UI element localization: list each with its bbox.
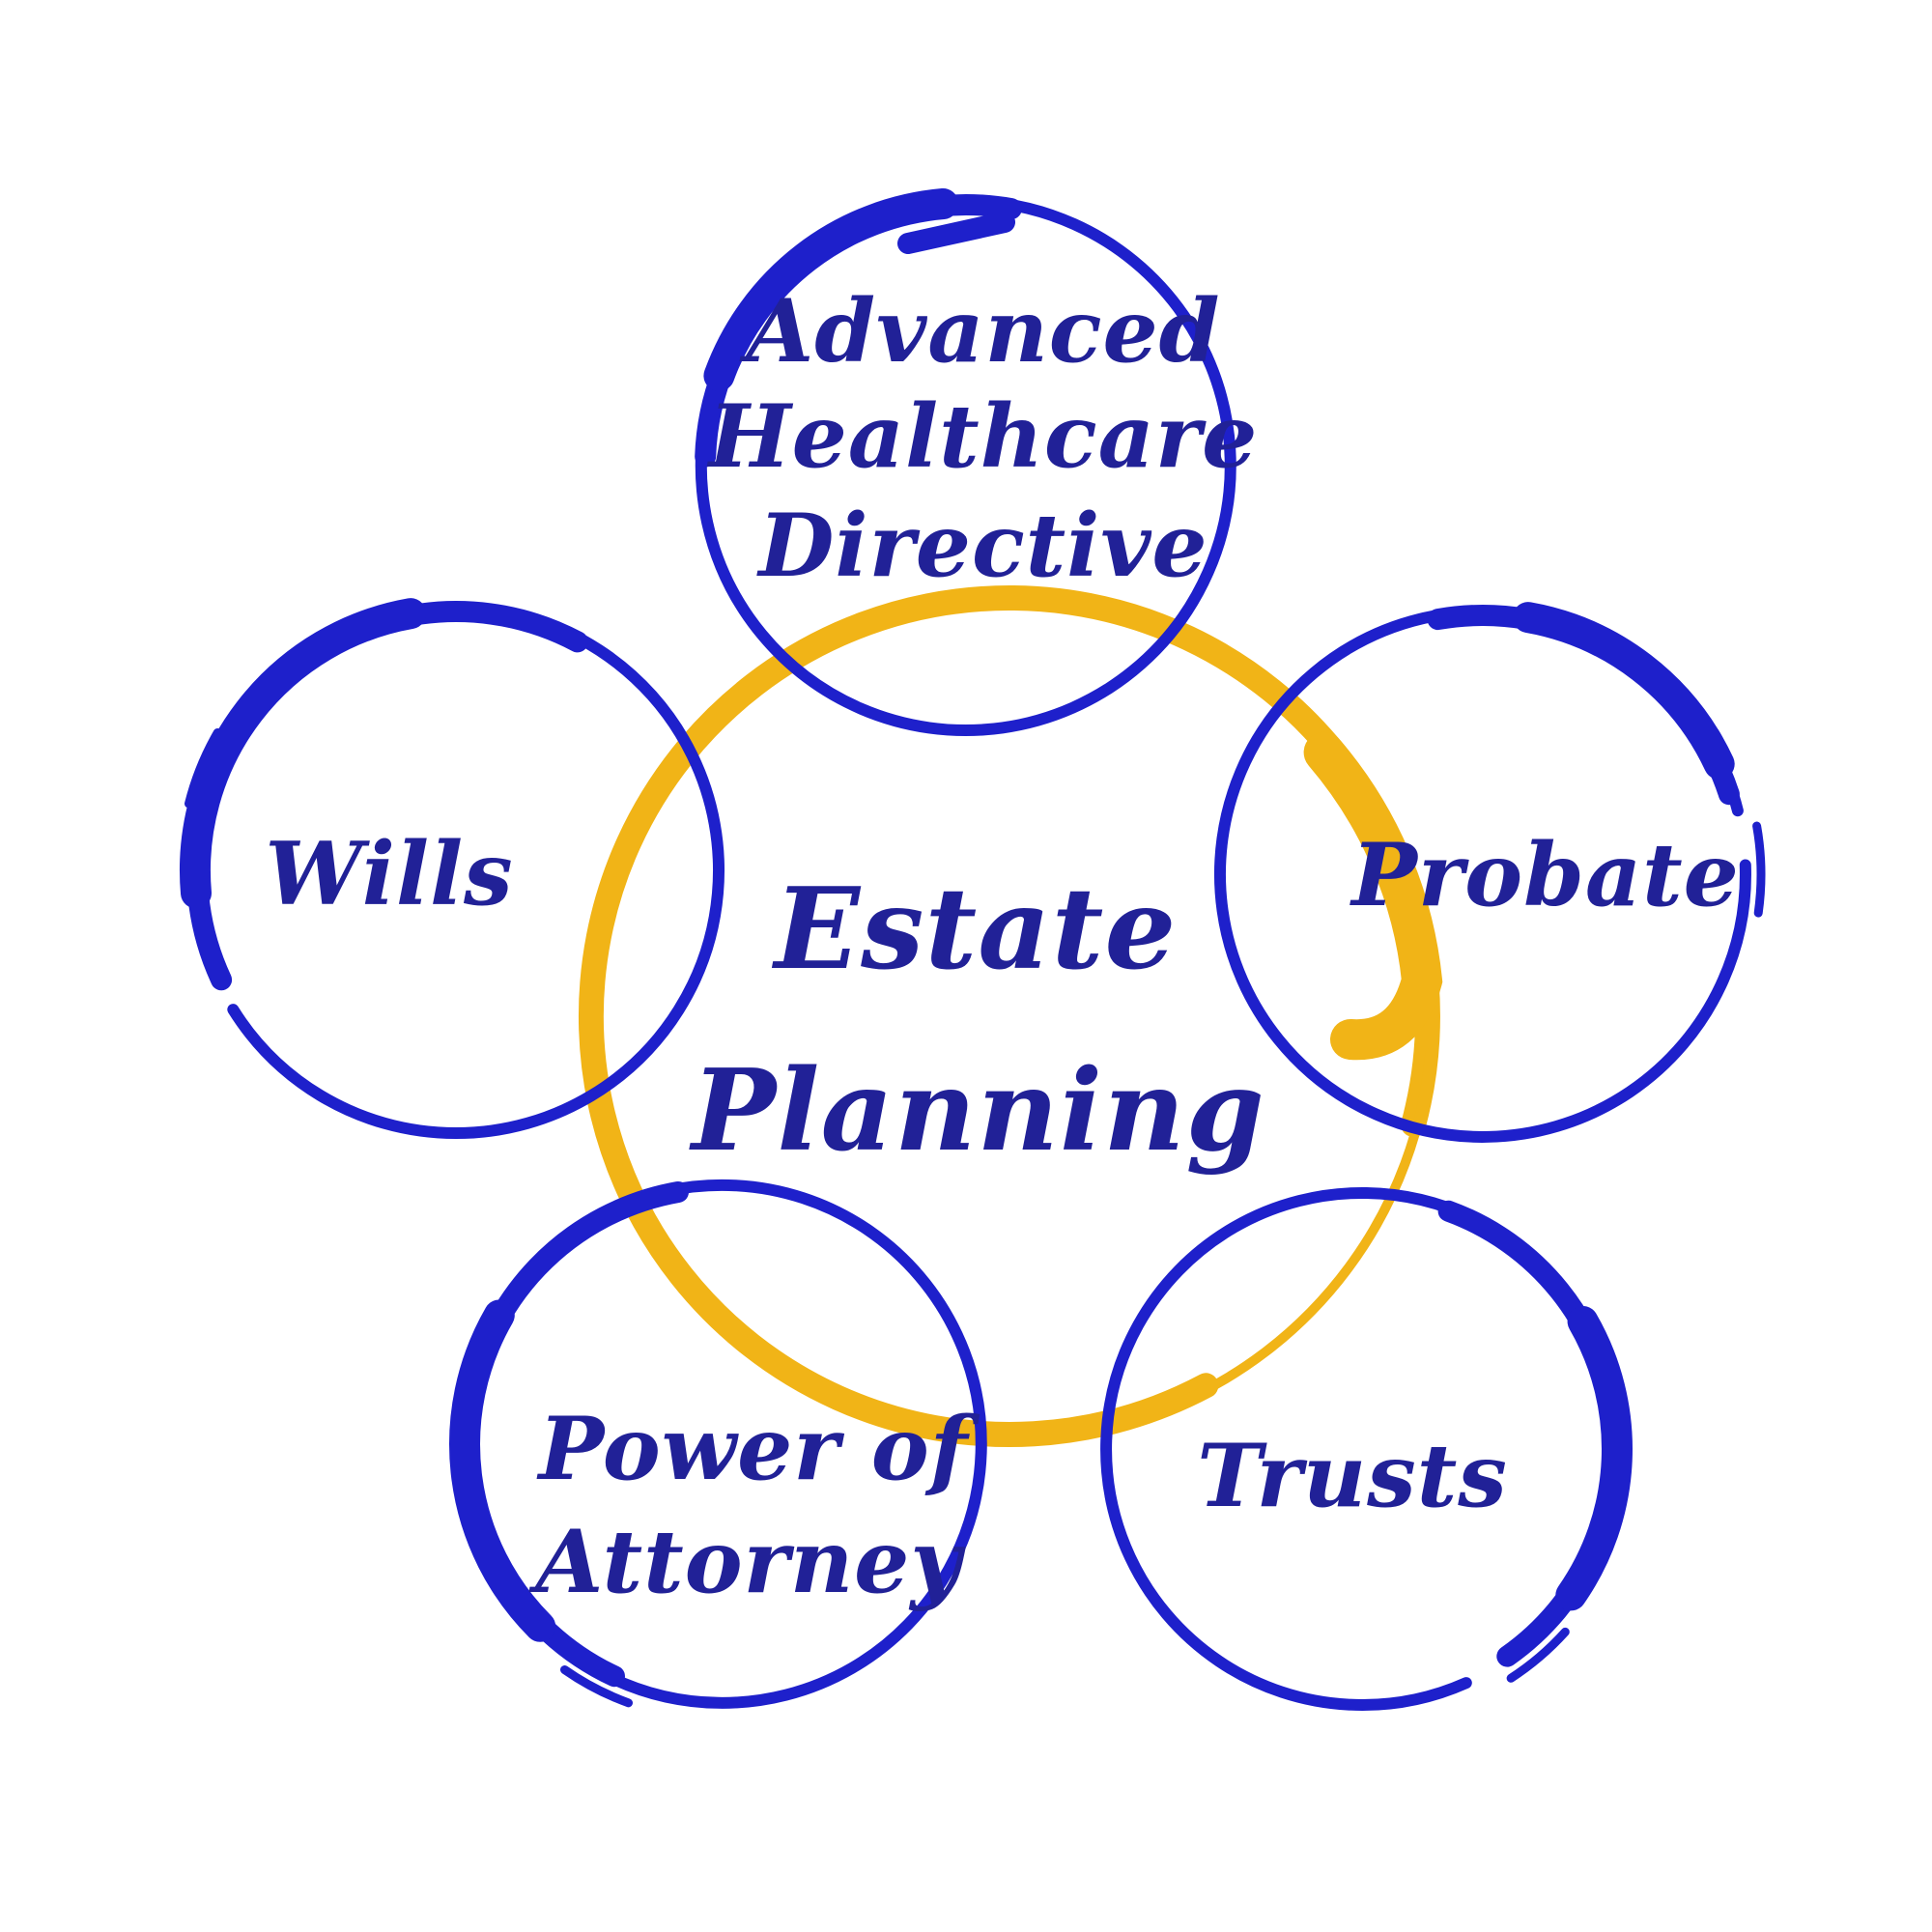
node-trusts-label: Trusts (1197, 1425, 1508, 1527)
ahd-ring-top-dash (897, 212, 1015, 254)
node-advanced-healthcare-directive-line-1: Advanced (746, 280, 1221, 383)
probate-ring-start-tick (1752, 821, 1766, 918)
yellow-ring-brush-blob (1303, 731, 1443, 1061)
poa-ring-start-tick (560, 1665, 633, 1708)
yellow-ring-thin-tail (1162, 1048, 1435, 1413)
ring-probate (1213, 602, 1766, 1143)
center-title-line-2: Planning (692, 1045, 1265, 1177)
node-power-of-attorney-line-2: Attorney (535, 1511, 962, 1613)
node-advanced-healthcare-directive-line-3: Directive (758, 495, 1208, 597)
trusts-ring-brush-core (1555, 1306, 1633, 1611)
trusts-ring-start-tick (1506, 1627, 1570, 1683)
ahd-ring-brush-core (703, 188, 959, 391)
ring-trusts (1100, 1187, 1633, 1711)
node-power-of-attorney-line-1: Power of (538, 1398, 969, 1500)
wills-ring-start-tick (185, 728, 222, 809)
center-yellow-ring (579, 585, 1443, 1447)
probate-ring-brush-core (1512, 602, 1735, 780)
node-advanced-healthcare-directive-line-2: Healthcare (708, 385, 1259, 488)
poa-ring-brush-core (449, 1299, 556, 1642)
wills-ring-brush-core (179, 598, 427, 909)
node-probate-label: Probate (1351, 824, 1740, 926)
ring-power-of-attorney (449, 1179, 987, 1709)
ring-advanced-healthcare-directive (695, 188, 1236, 737)
ring-wills (179, 598, 724, 1140)
center-title-line-1: Estate (774, 864, 1178, 995)
node-wills-label: Wills (265, 823, 514, 925)
